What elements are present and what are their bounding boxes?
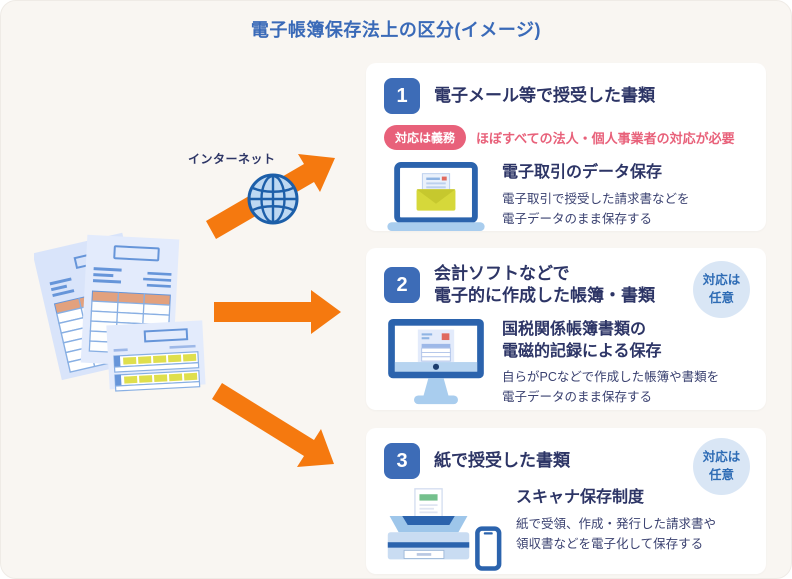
option-badge: 対応は 任意 [693, 438, 750, 495]
smartphone-icon [475, 526, 502, 571]
option-badge: 対応は 任意 [693, 261, 750, 318]
desktop-pc-icon [388, 319, 484, 405]
content-heading: 国税関係帳簿書類の 電磁的記録による保存 [502, 321, 662, 360]
arrow-down-right-icon [212, 383, 334, 467]
arrow-right-icon [214, 290, 341, 334]
card-title: 電子メール等で授受した書類 [434, 85, 655, 105]
document-wide [106, 320, 206, 392]
number-badge: 1 [384, 78, 420, 114]
scanner-icon [387, 488, 502, 571]
number-badge: 3 [384, 443, 420, 479]
laptop-email-icon [387, 162, 485, 232]
obligation-note: ほぼすべての法人・個人事業者の対応が必要 [476, 131, 735, 146]
classification-card-3: 対応は 任意 3 紙で授受した書類 [366, 428, 766, 574]
classification-card-1: 1 電子メール等で授受した書類 対応は義務 ほぼすべての法人・個人事業者の対応が… [366, 63, 766, 232]
obligation-badge: 対応は義務 [384, 125, 467, 150]
content-heading: 電子取引のデータ保存 [502, 164, 663, 181]
content-body: 紙で受領、作成・発行した請求書や 領収書などを電子化して保存する [516, 516, 717, 551]
content-body: 電子取引で授受した請求書などを 電子データのまま保存する [502, 191, 690, 226]
content-heading: スキャナ保存制度 [516, 489, 645, 506]
card-title: 紙で授受した書類 [434, 450, 570, 470]
card-title: 会計ソフトなどで 電子的に作成した帳簿・書類 [434, 264, 655, 306]
documents-illustration [34, 232, 206, 392]
page-title: 電子帳簿保存法上の区分(イメージ) [250, 20, 542, 40]
classification-card-2: 対応は 任意 2 会計ソフトなどで 電子的に作成した帳簿・書類 [366, 248, 766, 410]
number-badge: 2 [384, 267, 420, 304]
content-body: 自らがPCなどで作成した帳簿や書類を 電子データのまま保存する [502, 370, 720, 405]
globe-icon [247, 173, 299, 225]
internet-label: インターネット [188, 152, 276, 166]
